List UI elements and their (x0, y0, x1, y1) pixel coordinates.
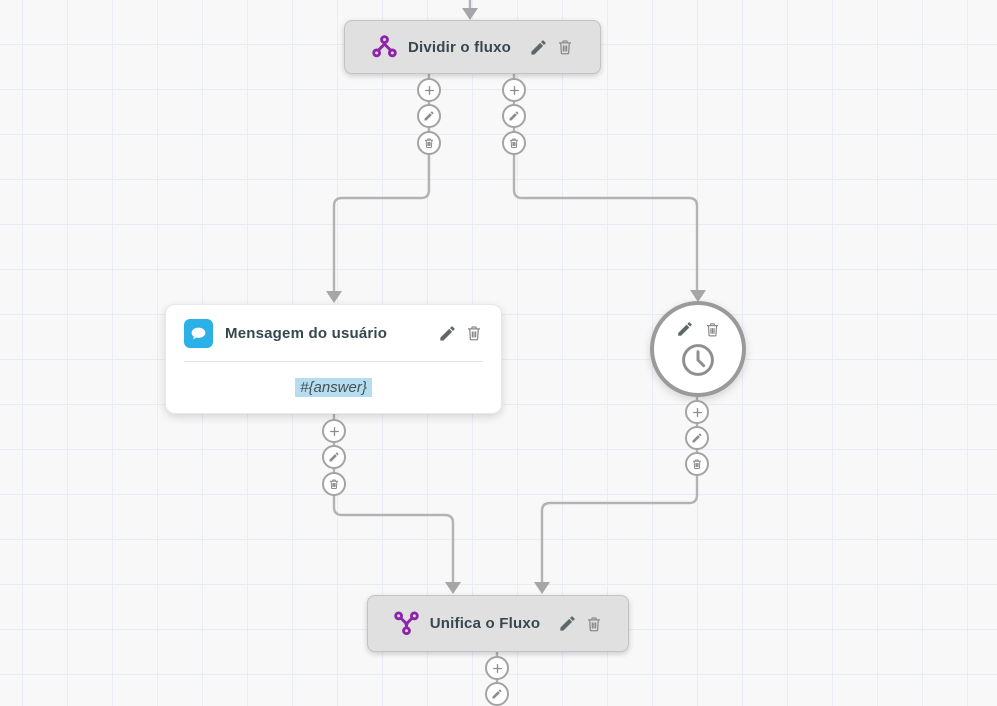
merge-flow-icon (393, 610, 420, 637)
edit-connector-button[interactable] (485, 682, 509, 706)
trash-icon (425, 138, 433, 149)
pencil-icon (509, 111, 519, 121)
plus-icon (329, 426, 339, 436)
add-block-button[interactable] (322, 419, 346, 443)
edit-node-button[interactable] (558, 614, 577, 633)
edit-node-button[interactable] (529, 38, 548, 57)
pencil-icon (438, 324, 457, 343)
trash-icon (465, 324, 483, 342)
connector-arrowhead (445, 582, 461, 594)
edit-connector-button[interactable] (417, 104, 441, 128)
pencil-icon (692, 433, 702, 443)
variable-chip[interactable]: #{answer} (295, 378, 372, 397)
node-title: Mensagem do usuário (225, 324, 388, 342)
delete-connector-button[interactable] (685, 452, 709, 476)
trash-icon (704, 321, 721, 338)
delete-connector-button[interactable] (417, 131, 441, 155)
edit-node-button[interactable] (438, 324, 457, 343)
connector-arrowhead (462, 8, 478, 20)
delete-node-button[interactable] (704, 321, 721, 338)
add-block-button[interactable] (502, 78, 526, 102)
pencil-icon (329, 452, 339, 462)
node-wait[interactable] (650, 301, 746, 397)
connector-path (332, 414, 455, 583)
add-block-button[interactable] (485, 656, 509, 680)
edit-connector-button[interactable] (685, 426, 709, 450)
pencil-icon (492, 689, 502, 699)
delete-node-button[interactable] (585, 615, 603, 633)
clock-icon (677, 339, 719, 381)
trash-icon (510, 138, 518, 149)
trash-icon (556, 38, 574, 56)
add-block-button[interactable] (417, 78, 441, 102)
node-title: Unifica o Fluxo (429, 615, 541, 632)
node-split-flow[interactable]: Dividir o fluxo (344, 20, 601, 74)
trash-icon (585, 615, 603, 633)
node-header: Mensagem do usuário (166, 305, 501, 361)
connector-arrowhead (534, 582, 550, 594)
split-flow-icon (371, 34, 398, 61)
connector-path (512, 74, 699, 291)
connector-path (332, 74, 431, 292)
trash-icon (693, 459, 701, 470)
node-divider (184, 361, 483, 362)
pencil-icon (558, 614, 577, 633)
plus-icon (692, 407, 702, 417)
add-block-button[interactable] (685, 400, 709, 424)
delete-node-button[interactable] (465, 324, 483, 342)
edit-connector-button[interactable] (322, 445, 346, 469)
chat-bubble-icon (184, 318, 213, 348)
connector-path (540, 397, 699, 583)
node-title: Dividir o fluxo (407, 38, 511, 56)
edit-connector-button[interactable] (502, 104, 526, 128)
plus-icon (492, 663, 502, 673)
trash-icon (330, 479, 338, 490)
delete-node-button[interactable] (556, 38, 574, 56)
plus-icon (509, 85, 519, 95)
edit-node-button[interactable] (676, 320, 694, 338)
pencil-icon (424, 111, 434, 121)
node-merge-flow[interactable]: Unifica o Fluxo (367, 595, 629, 652)
pencil-icon (676, 320, 694, 338)
connector-arrowhead (326, 291, 342, 303)
node-user-message[interactable]: Mensagem do usuário #{answer} (165, 304, 502, 414)
delete-connector-button[interactable] (322, 472, 346, 496)
delete-connector-button[interactable] (502, 131, 526, 155)
plus-icon (424, 85, 434, 95)
pencil-icon (529, 38, 548, 57)
